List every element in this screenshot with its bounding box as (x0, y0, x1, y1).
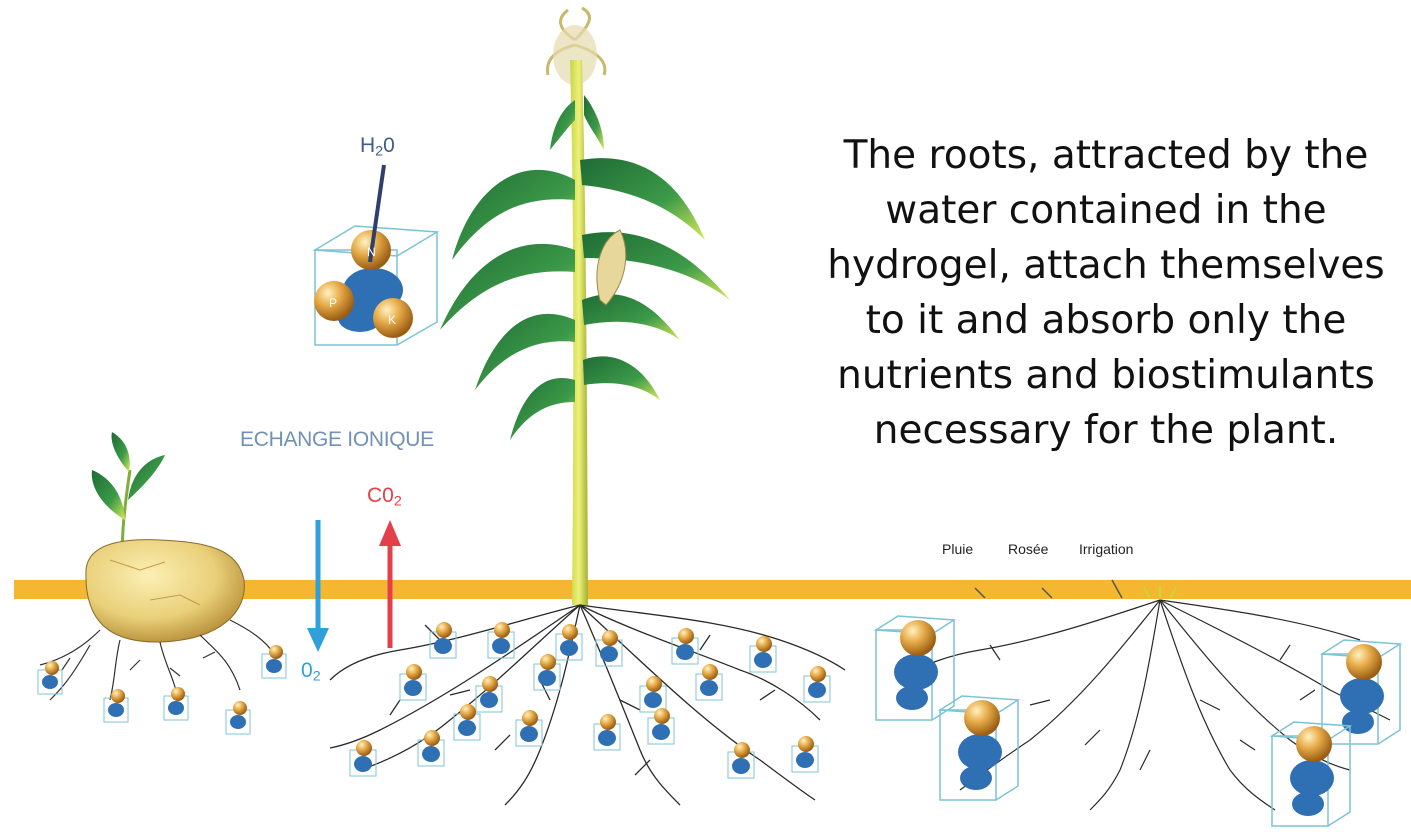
corn-plant (440, 8, 730, 605)
tuber-seedling (40, 432, 275, 700)
ion-n: N (367, 245, 376, 259)
h2o-main: H (360, 134, 375, 157)
h2o-tail: 0 (383, 134, 395, 157)
npk-hydrogel-cube: N P K (314, 165, 437, 345)
hydrogel-granules-large (876, 616, 1400, 826)
o2-main: 0 (301, 659, 313, 682)
ion-k: K (388, 313, 396, 327)
o2-sub: 2 (313, 669, 321, 685)
ion-p: P (329, 296, 337, 310)
ion-exchange-label: ECHANGE IONIQUE (240, 428, 434, 452)
h2o-sub: 2 (375, 144, 383, 160)
co2-label: C02 (367, 484, 402, 510)
co2-sub: 2 (394, 494, 402, 510)
diagram-caption: The roots, attracted by the water contai… (800, 128, 1411, 458)
dew-label: Rosée (1008, 541, 1048, 557)
h2o-label: H20 (360, 134, 395, 160)
hydrogel-granules-left (38, 645, 286, 734)
o2-label: 02 (301, 659, 321, 685)
rain-label: Pluie (942, 541, 973, 557)
co2-main: C0 (367, 484, 394, 507)
irrigation-label: Irrigation (1079, 541, 1133, 557)
corn-root-system (330, 605, 845, 805)
